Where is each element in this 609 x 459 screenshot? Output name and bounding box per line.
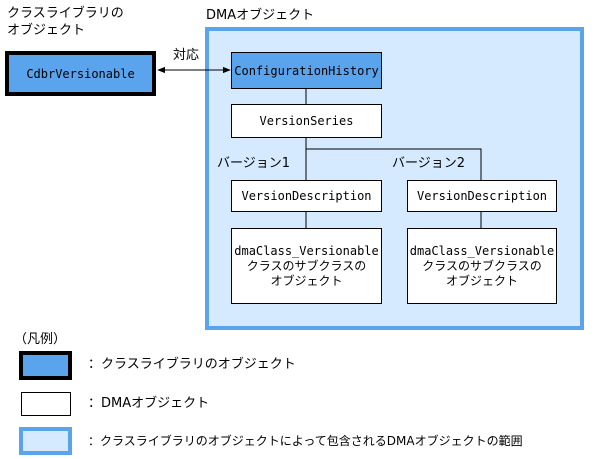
versionable-subclass-2-line2: クラスのサブクラスの bbox=[422, 258, 542, 273]
legend-scope-swatch bbox=[19, 427, 72, 455]
legend-library-swatch bbox=[19, 351, 72, 380]
library-object-caption-line2: オブジェクト bbox=[7, 23, 86, 38]
versionable-subclass-1-line3: オブジェクト bbox=[270, 273, 343, 288]
versionable-subclass-1-line2: クラスのサブクラスの bbox=[246, 258, 367, 273]
version-description-label-2: VersionDescription bbox=[416, 189, 548, 203]
legend-scope-label: ：クラスライブラリのオブジェクトによって包含されるDMAオブジェクトの範囲 bbox=[88, 434, 523, 448]
library-object-caption-line1: クラスライブラリの bbox=[7, 6, 124, 21]
version-description-label-1: VersionDescription bbox=[241, 189, 372, 203]
legend-title: （凡例） bbox=[14, 332, 67, 347]
versionable-subclass-2-line3: オブジェクト bbox=[445, 273, 518, 288]
legend-dma-swatch bbox=[21, 392, 71, 416]
version1-label: バージョン1 bbox=[217, 156, 291, 171]
versionable-subclass-box-2: dmaClass_Versionable クラスのサブクラスの オブジェクト bbox=[407, 228, 557, 304]
configuration-history-label: ConfigurationHistory bbox=[234, 63, 379, 78]
dma-object-caption: DMAオブジェクト bbox=[206, 8, 315, 23]
cdbr-versionable-label: CdbrVersionable bbox=[26, 66, 135, 81]
version-series-label: VersionSeries bbox=[259, 114, 354, 128]
legend-dma-label: ：DMAオブジェクト bbox=[88, 396, 210, 411]
versionable-subclass-2-line1: dmaClass_Versionable bbox=[409, 243, 555, 258]
version-description-box-2: VersionDescription bbox=[407, 180, 557, 212]
configuration-history-box: ConfigurationHistory bbox=[231, 52, 382, 89]
version-description-box-1: VersionDescription bbox=[231, 180, 382, 212]
versionable-subclass-box-1: dmaClass_Versionable クラスのサブクラスの オブジェクト bbox=[231, 228, 382, 304]
relation-label: 対応 bbox=[173, 48, 200, 63]
version2-label: バージョン2 bbox=[392, 156, 466, 171]
legend-library-label: ：クラスライブラリのオブジェクト bbox=[88, 357, 296, 372]
cdbr-versionable-box: CdbrVersionable bbox=[5, 51, 156, 96]
series-to-desc2-line bbox=[306, 148, 482, 180]
versionable-subclass-1-line1: dmaClass_Versionable bbox=[234, 243, 379, 258]
version-series-box: VersionSeries bbox=[231, 104, 382, 138]
